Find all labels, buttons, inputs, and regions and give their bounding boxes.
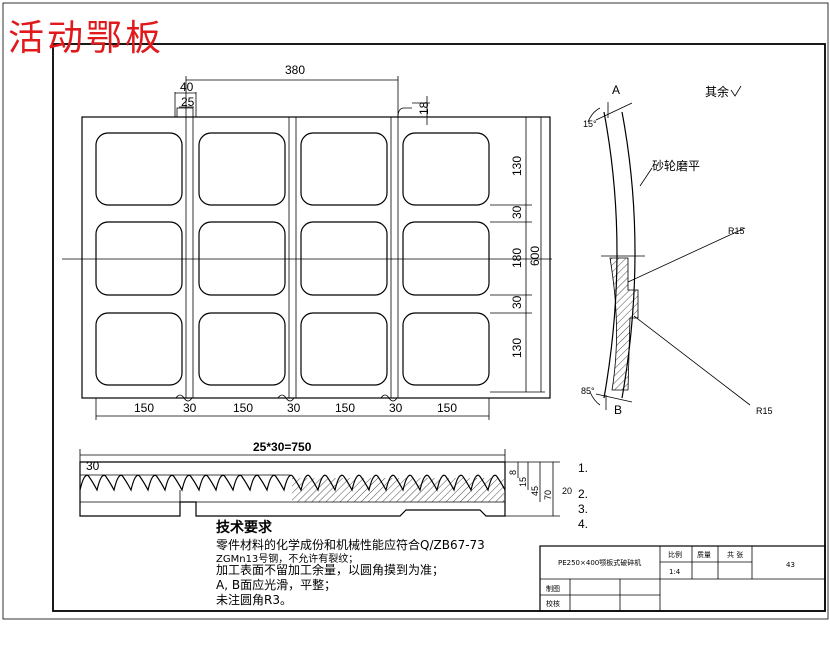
angle-bottom: 85° (581, 386, 595, 396)
dim-30-2: 30 (287, 401, 301, 415)
label-b: B (614, 403, 622, 417)
pocket-grid (95, 132, 490, 386)
item-1: 1. (578, 461, 588, 475)
title-block-name: PE250×400颚板式破碎机 (558, 558, 641, 567)
front-dimensions-top: 380 40 25 18 (180, 63, 431, 125)
pocket (95, 221, 183, 296)
front-view (62, 116, 552, 399)
requirement-4: 未注圆角R3。 (216, 592, 292, 607)
dim-20: 20 (562, 486, 572, 496)
dim-130-bottom: 130 (510, 338, 524, 358)
pocket (402, 312, 490, 386)
sheet-number: 43 (786, 561, 795, 569)
technical-requirements: 技术要求 零件材料的化学成份和机械性能应符合Q/ZB67-73 ZGMn13号钢… (216, 519, 485, 607)
note-grind: 砂轮磨平 (652, 159, 700, 173)
scale-label: 比例 (668, 550, 682, 559)
dim-180: 180 (510, 248, 524, 268)
dim-30-1: 30 (183, 401, 197, 415)
dim-total: 25*30=750 (253, 440, 312, 454)
dim-150-1: 150 (134, 401, 154, 415)
item-2: 2. (578, 487, 588, 501)
dim-15: 15 (518, 477, 528, 487)
item-4: 4. (578, 517, 588, 531)
dim-30-lower: 30 (510, 295, 524, 309)
dim-8: 8 (508, 470, 518, 475)
dim-150-4: 150 (437, 401, 457, 415)
roughness-symbol (730, 85, 742, 97)
pocket (198, 132, 286, 206)
angle-top: 15° (583, 119, 597, 129)
dim-30-3: 30 (389, 401, 403, 415)
dim-600: 600 (528, 246, 542, 266)
dim-30-profile: 30 (86, 459, 100, 473)
scale-value: 1:4 (669, 568, 681, 576)
requirement-3: A, B面应光滑，平整； (216, 577, 336, 592)
front-dimensions-right: 130 30 180 30 130 600 (510, 117, 542, 392)
weight-label: 质量 (697, 550, 711, 559)
slot-detail (174, 92, 412, 118)
item-3: 3. (578, 502, 588, 516)
requirement-1b: ZGMn13号钢，不允许有裂纹； (216, 552, 358, 565)
dim-18: 18 (417, 101, 431, 115)
pocket (95, 312, 183, 386)
pocket (198, 221, 286, 296)
teeth-profile: 25*30=750 30 8 15 45 70 20 (79, 440, 572, 517)
dim-150-3: 150 (335, 401, 355, 415)
title-block: PE250×400颚板式破碎机 比例 质量 共 张 1:4 43 制图 校核 (539, 545, 826, 612)
dim-380: 380 (285, 63, 305, 77)
side-section: A B 15° 85° 砂轮磨平 R15 R15 其余 (581, 83, 773, 417)
pocket (198, 312, 286, 386)
drawing-title: 活动鄂板 (8, 18, 164, 59)
requirement-1: 零件材料的化学成份和机械性能应符合Q/ZB67-73 (216, 537, 485, 552)
radius-2: R15 (756, 406, 773, 416)
label-a: A (612, 83, 620, 97)
drawn-label: 制图 (546, 584, 560, 593)
dim-150-2: 150 (233, 401, 253, 415)
dim-40: 40 (180, 80, 194, 94)
roughness-note: 其余 (705, 84, 729, 99)
pocket (300, 221, 388, 296)
sheets-label: 共 张 (727, 550, 743, 559)
pocket (300, 132, 388, 206)
pocket (95, 132, 183, 206)
sheet-border (2, 2, 829, 620)
dim-70: 70 (543, 490, 553, 500)
pocket (402, 221, 490, 296)
front-dimensions-bottom: 150 30 150 30 150 30 150 (95, 394, 490, 420)
dim-25: 25 (181, 95, 195, 109)
dim-30-upper: 30 (510, 205, 524, 219)
requirement-2: 加工表面不留加工余量，以圆角摸到为准； (216, 562, 444, 577)
pocket (300, 312, 388, 386)
checked-label: 校核 (546, 599, 560, 608)
dim-130-top: 130 (510, 156, 524, 176)
radius-1: R15 (728, 226, 745, 236)
dim-45: 45 (530, 486, 540, 496)
requirements-heading: 技术要求 (216, 519, 273, 536)
pocket (402, 132, 490, 206)
